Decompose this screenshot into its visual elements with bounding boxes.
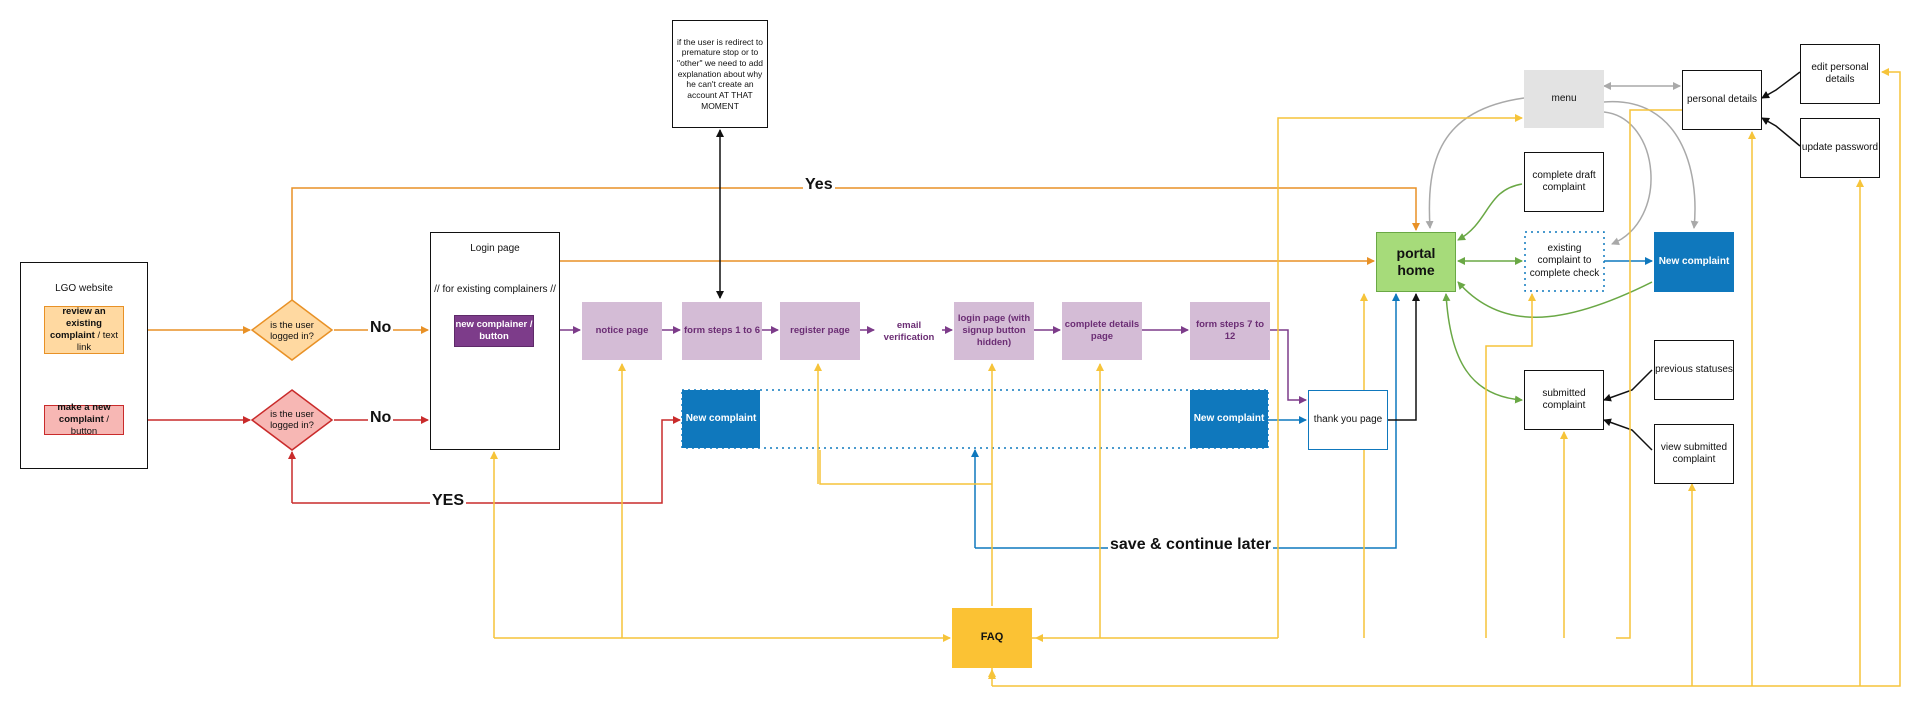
review-existing-rest: / text link	[76, 330, 119, 353]
faq-node[interactable]: FAQ	[952, 608, 1032, 668]
edge-decision-yes-to-portal	[291, 187, 1420, 300]
new-complainer-button[interactable]: new complainer / button	[454, 315, 534, 347]
portal-home-node[interactable]: portal home	[1376, 232, 1456, 292]
decision-diamond-bottom	[250, 389, 334, 451]
login-page-hidden-node[interactable]: login page (with signup button hidden)	[954, 302, 1034, 360]
make-new-label: make a new complaint / button	[45, 402, 123, 438]
login-page-title: Login page	[470, 243, 520, 254]
update-password-node[interactable]: update password	[1800, 118, 1880, 178]
edge-label-no-bottom: No	[368, 409, 394, 427]
notice-page-node[interactable]: notice page	[582, 302, 662, 360]
make-new-complaint-button[interactable]: make a new complaint / button	[44, 402, 124, 438]
complete-draft-node[interactable]: complete draft complaint	[1524, 152, 1604, 212]
email-verification-label: email verification	[883, 320, 935, 343]
register-page-node[interactable]: register page	[780, 302, 860, 360]
new-complaint-group-outline	[681, 389, 1269, 449]
login-page-subtitle: // for existing complainers //	[434, 283, 556, 295]
edge-label-yes-bottom: YES	[430, 492, 467, 510]
form-steps-7-12-node[interactable]: form steps 7 to 12	[1190, 302, 1270, 360]
view-submitted-node[interactable]: view submitted complaint	[1654, 424, 1734, 484]
review-existing-label: review an existing complaint / text link	[45, 306, 123, 354]
yellow-edges	[490, 68, 1901, 687]
new-complaint-right-node[interactable]: New complaint	[1654, 232, 1734, 292]
orange-edges	[124, 187, 1420, 334]
edge-label-save-continue: save & continue later	[1108, 536, 1273, 554]
existing-check-node[interactable]: existing complaint to complete check	[1529, 242, 1600, 279]
submitted-complaint-node[interactable]: submitted complaint	[1524, 370, 1604, 430]
complete-details-node[interactable]: complete details page	[1062, 302, 1142, 360]
review-existing-bold: review an existing complaint	[49, 306, 106, 341]
menu-node[interactable]: menu	[1524, 70, 1604, 128]
previous-statuses-node[interactable]: previous statuses	[1654, 340, 1734, 400]
edge-label-no-top: No	[368, 319, 394, 337]
edit-personal-details-node[interactable]: edit personal details	[1800, 44, 1880, 104]
form-steps-1-6-node[interactable]: form steps 1 to 6	[682, 302, 762, 360]
make-new-bold: make a new complaint	[57, 402, 111, 426]
existing-check-outline	[1524, 231, 1605, 292]
make-new-rest: / button	[70, 414, 110, 437]
review-existing-complaint-link[interactable]: review an existing complaint / text link	[44, 306, 124, 354]
decision-top-label: is the user logged in?	[270, 320, 314, 343]
decision-diamond-top	[250, 299, 334, 361]
green-edges	[1442, 183, 1653, 404]
lgo-website-box: LGO website	[20, 262, 148, 469]
black-edges	[716, 71, 1801, 451]
new-complaint-left-node[interactable]: New complaint	[682, 390, 760, 448]
note-box: if the user is redirect to premature sto…	[672, 20, 768, 128]
personal-details-node[interactable]: personal details	[1682, 70, 1762, 130]
decision-bottom-label: is the user logged in?	[270, 409, 314, 432]
edge-yes-to-new-complaint	[292, 416, 681, 504]
lgo-website-label: LGO website	[55, 283, 113, 294]
thank-you-page-node[interactable]: thank you page	[1308, 390, 1388, 450]
edge-label-yes-top: Yes	[803, 176, 835, 194]
new-complaint-mid-node[interactable]: New complaint	[1190, 390, 1268, 448]
red-edges	[124, 416, 681, 504]
